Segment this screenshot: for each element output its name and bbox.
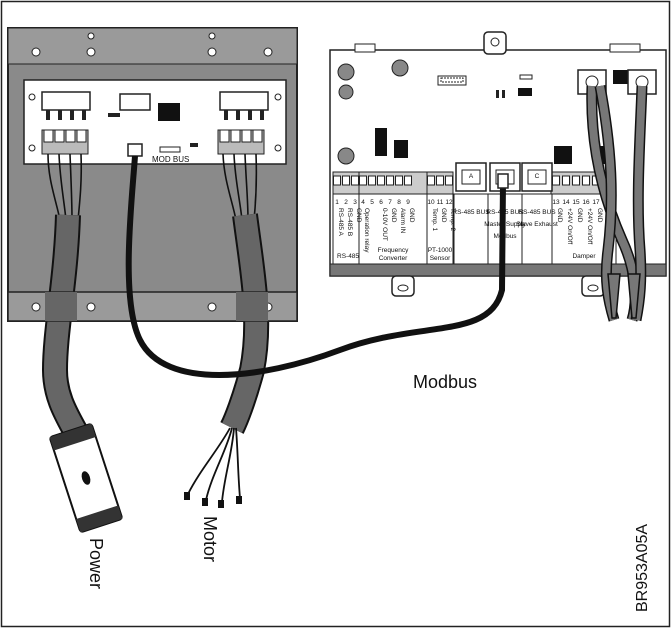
terminal-number: 10 xyxy=(427,199,435,206)
enclosure-bottom-strip xyxy=(7,291,298,322)
terminal-number: 8 xyxy=(397,199,401,206)
terminal-number: 2 xyxy=(344,199,348,206)
terminal-pin-label: Operation relay xyxy=(363,208,370,253)
terminal-pin-label: GND xyxy=(355,208,362,223)
terminal-number: 3 xyxy=(353,199,357,206)
terminal-pin-label: Temp. 1 xyxy=(431,208,438,232)
terminal-number: 13 xyxy=(552,199,560,206)
terminal-pin-label: GND xyxy=(596,208,603,223)
terminal-number: 9 xyxy=(406,199,410,206)
power-label: Power xyxy=(86,538,106,589)
port-a-letter: A xyxy=(469,173,474,180)
power-plug xyxy=(49,423,123,533)
terminal-slot xyxy=(368,175,376,186)
terminal-number: 11 xyxy=(437,199,444,206)
terminal-number: 17 xyxy=(592,199,600,206)
group-label-rs485: RS-485 xyxy=(337,253,359,260)
motor-label: Motor xyxy=(200,516,220,562)
terminal-slot xyxy=(359,175,367,186)
terminal-slot xyxy=(404,175,412,186)
terminal-pin-label: GND xyxy=(440,208,447,223)
terminal-slot xyxy=(562,175,570,186)
modbus-cable xyxy=(125,155,506,378)
terminal-slot xyxy=(395,175,403,186)
terminal-number: 12 xyxy=(445,199,453,206)
terminal-pin-label: Alarm IN xyxy=(399,208,406,234)
modbus-plug xyxy=(497,173,509,189)
terminal-slot xyxy=(333,175,341,186)
terminal-slot xyxy=(427,175,435,186)
modbus-label: Modbus xyxy=(413,372,477,392)
figure-reference: BR953A05A xyxy=(634,524,651,612)
terminal-slot xyxy=(386,175,394,186)
terminal-pin-label: RS-485 A xyxy=(337,208,344,236)
terminal-number: 5 xyxy=(370,199,374,206)
rj45-port-label: RS-485 BUS xyxy=(518,209,556,216)
group-label-damper: Damper xyxy=(572,253,596,260)
left-pcb xyxy=(23,79,287,165)
terminal-pin-label: GND xyxy=(556,208,563,223)
rj45-port-label: RS-485 BUS xyxy=(452,209,490,216)
terminal-number: 1 xyxy=(335,199,339,206)
left-pcb-modbus-label: MOD BUS xyxy=(152,155,189,164)
terminal-number: 16 xyxy=(582,199,590,206)
cable-tips xyxy=(607,273,641,319)
terminal-number: 4 xyxy=(361,199,365,206)
terminal-number: 6 xyxy=(379,199,383,206)
terminal-pin-label: GND xyxy=(390,208,397,223)
pcb-wires xyxy=(47,153,258,221)
terminal-slot xyxy=(351,175,359,186)
terminal-number: 14 xyxy=(562,199,570,206)
motor-wire-ends xyxy=(187,427,241,503)
port-c-letter: C xyxy=(535,173,540,180)
terminal-pin-label: GND xyxy=(576,208,583,223)
terminal-pin-label: GND xyxy=(408,208,415,223)
terminal-slot xyxy=(572,175,580,186)
terminal-pin-label: 0-10V OUT xyxy=(381,208,388,241)
terminal-slot xyxy=(552,175,560,186)
terminal-pin-label: +24V On/Off xyxy=(566,208,573,244)
terminal-pin-label: +24V On/Off xyxy=(586,208,593,244)
rj45-port-label: Slave Exhaust xyxy=(516,221,558,228)
terminal-slot xyxy=(436,175,444,186)
terminal-slot xyxy=(377,175,385,186)
terminal-slot xyxy=(445,175,453,186)
motor-cable xyxy=(220,213,270,434)
terminal-slot xyxy=(582,175,590,186)
terminal-pin-label: Temp. 2 xyxy=(449,208,456,232)
terminal-number: 15 xyxy=(572,199,580,206)
power-cable xyxy=(41,214,92,446)
terminal-slot xyxy=(342,175,350,186)
terminal-number: 7 xyxy=(388,199,392,206)
terminal-pin-label: RS-485 B xyxy=(346,208,353,236)
